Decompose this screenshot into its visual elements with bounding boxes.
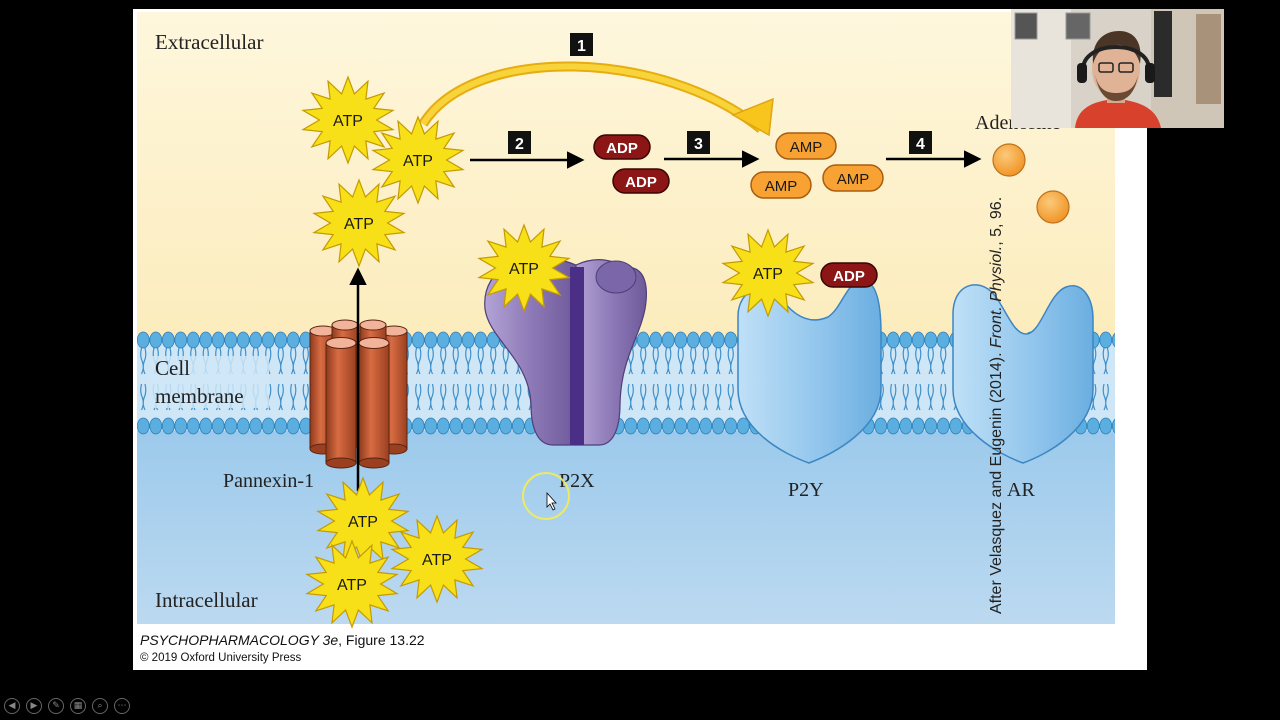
ar-label: AR — [1007, 479, 1035, 501]
figure-number: , Figure 13.22 — [338, 632, 425, 648]
extracellular-label: Extracellular — [155, 30, 263, 54]
membrane-label-line2: membrane — [155, 384, 244, 408]
svg-text:ATP: ATP — [333, 113, 363, 130]
svg-text:1: 1 — [577, 38, 586, 55]
prev-icon[interactable]: ◀ — [4, 698, 20, 714]
amp-molecule: AMP — [775, 132, 837, 160]
atp-molecule: ATP — [312, 178, 406, 268]
citation-authors: After Velasquez and Eugenin (2014). — [988, 348, 1005, 614]
pannexin-channel — [309, 319, 408, 469]
svg-text:ADP: ADP — [833, 268, 865, 285]
presentation-controls: ◀ ▶ ✎ ▦ ⌕ ⋯ — [4, 698, 130, 716]
pen-icon[interactable]: ✎ — [48, 698, 64, 714]
intracellular-label: Intracellular — [155, 588, 258, 612]
svg-text:ATP: ATP — [348, 514, 378, 531]
step-badge-4: 4 — [909, 131, 932, 154]
svg-text:AMP: AMP — [837, 171, 870, 188]
play-icon[interactable]: ▶ — [26, 698, 42, 714]
mouse-cursor-icon — [546, 491, 557, 511]
adenosine-molecule — [1036, 190, 1070, 224]
adp-molecule: ADP — [593, 134, 651, 160]
svg-text:AMP: AMP — [790, 139, 823, 156]
purinergic-signaling-diagram: Extracellular Cell membrane Intracellula… — [137, 12, 1115, 629]
adp-molecule-bound-p2y: ADP — [820, 262, 878, 288]
atp-molecule: ATP — [390, 514, 484, 604]
svg-text:ATP: ATP — [403, 153, 433, 170]
amp-molecule: AMP — [750, 171, 812, 199]
membrane-label-line1: Cell — [155, 356, 190, 380]
svg-text:ATP: ATP — [422, 552, 452, 569]
step-badge-1: 1 — [570, 33, 593, 56]
slides-icon[interactable]: ▦ — [70, 698, 86, 714]
svg-text:ADP: ADP — [625, 174, 657, 191]
atp-molecule: ATP — [371, 115, 465, 205]
amp-molecule: AMP — [822, 164, 884, 192]
svg-text:ADP: ADP — [606, 140, 638, 157]
svg-text:ATP: ATP — [344, 216, 374, 233]
cursor-highlight-ring — [522, 472, 570, 520]
zoom-icon[interactable]: ⌕ — [92, 698, 108, 714]
slide: Extracellular Cell membrane Intracellula… — [133, 9, 1147, 670]
svg-text:2: 2 — [515, 136, 524, 153]
atp-molecule: ATP — [721, 228, 815, 318]
more-icon[interactable]: ⋯ — [114, 698, 130, 714]
membrane-label-bg — [151, 356, 269, 408]
atp-molecule: ATP — [305, 539, 399, 629]
p2y-label: P2Y — [788, 479, 824, 501]
ar-receptor — [952, 284, 1094, 464]
adenosine-molecule — [992, 143, 1026, 177]
p2x-channel — [484, 259, 647, 446]
figure-citation: After Velasquez and Eugenin (2014). Fron… — [988, 197, 1008, 614]
step-badge-3: 3 — [687, 131, 710, 154]
svg-text:AMP: AMP — [765, 178, 798, 195]
atp-molecule: ATP — [477, 223, 571, 313]
step1-arrowhead — [731, 97, 774, 137]
citation-journal: Front. Physiol. — [988, 245, 1005, 349]
atp-molecules: ATP ATP ATP ATP ATP ATP ATP ATP — [301, 75, 815, 629]
atp-molecule: ATP — [301, 75, 395, 165]
atp-molecule: ATP — [316, 476, 410, 566]
book-title: PSYCHOPHARMACOLOGY 3e — [140, 632, 339, 648]
svg-text:ATP: ATP — [753, 266, 783, 283]
svg-text:3: 3 — [694, 136, 703, 153]
webcam-video — [1011, 9, 1224, 128]
pannexin-label: Pannexin-1 — [223, 470, 314, 492]
svg-text:ATP: ATP — [509, 261, 539, 278]
adp-molecule: ADP — [612, 168, 670, 194]
step-badge-2: 2 — [508, 131, 531, 154]
membrane-inner-leaflet — [137, 381, 1115, 441]
svg-text:4: 4 — [916, 136, 925, 153]
svg-text:ATP: ATP — [337, 577, 367, 594]
intracellular-region — [137, 429, 1115, 624]
copyright-notice: © 2019 Oxford University Press — [140, 652, 302, 664]
citation-volume: , 5, 96. — [988, 196, 1005, 246]
figure-caption: PSYCHOPHARMACOLOGY 3e, Figure 13.22 — [140, 632, 425, 648]
